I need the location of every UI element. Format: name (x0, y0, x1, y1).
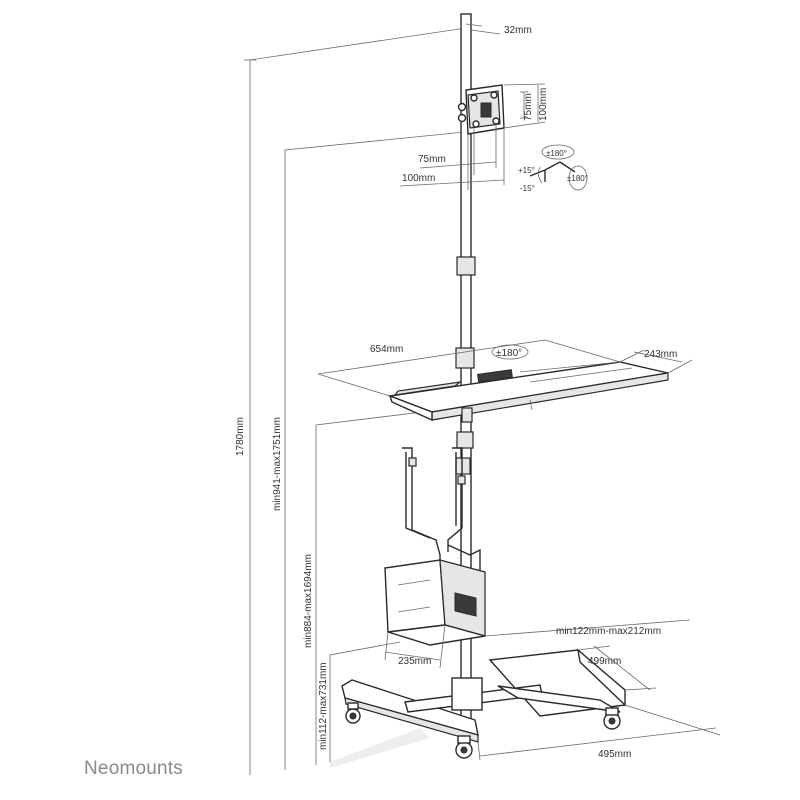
cpu-holder-range-label: min122mm-max212mm (556, 626, 661, 637)
base-width-dimension: 495mm (477, 704, 721, 761)
cpu-holder-width-label: 235mm (398, 656, 431, 667)
cpu-holder-width-dimension: 235mm (384, 624, 446, 669)
vesa-width-dimension: 75mm 100mm (399, 124, 505, 190)
pole-diameter-dimension: 32mm (465, 23, 532, 36)
pole-diameter-label: 32mm (504, 25, 532, 36)
platform-width-dimension: 654mm (317, 339, 621, 397)
platform-rotate-label: ±180° (496, 348, 522, 359)
keyboard-platform (387, 361, 669, 423)
vesa-width-100-label: 100mm (402, 173, 435, 184)
vesa-height-75-label: 75mm (523, 93, 534, 121)
platform-depth-dimension: 243mm (619, 349, 693, 374)
base-depth-dimension: 499mm (577, 645, 657, 691)
height-reference-lines (244, 27, 467, 775)
rotation-indicator: ±180° ±180° +15° -15° (518, 144, 588, 193)
platform-height-range-label: min884-max1694mm (303, 554, 314, 648)
vesa-height-100-label: 100mm (538, 88, 549, 121)
platform-rotation-indicator: ±180° (491, 344, 529, 360)
tilt-up-label: +15° (518, 166, 535, 175)
vesa-width-75-label: 75mm (418, 154, 446, 165)
platform-width-label: 654mm (370, 344, 403, 355)
tilt-down-label: -15° (520, 184, 535, 193)
vesa-height-dimension: 75mm 100mm (503, 83, 549, 129)
base-depth-label: 499mm (588, 656, 621, 667)
base-height-range-label: min112-max731mm (318, 662, 329, 750)
cpu-holder-range-dimension: min122mm-max212mm (484, 619, 691, 637)
total-height-label: 1780mm (235, 417, 246, 456)
swivel-label: ±180° (546, 149, 567, 158)
brand-logo-text: Neomounts (84, 758, 183, 779)
cpu-holder (384, 447, 486, 646)
platform-depth-label: 243mm (644, 349, 677, 360)
monitor-height-range-label: min941-max1751mm (272, 417, 283, 511)
caster-base (341, 648, 626, 759)
rotate-label: ±180° (567, 174, 588, 183)
base-width-label: 495mm (598, 749, 631, 760)
